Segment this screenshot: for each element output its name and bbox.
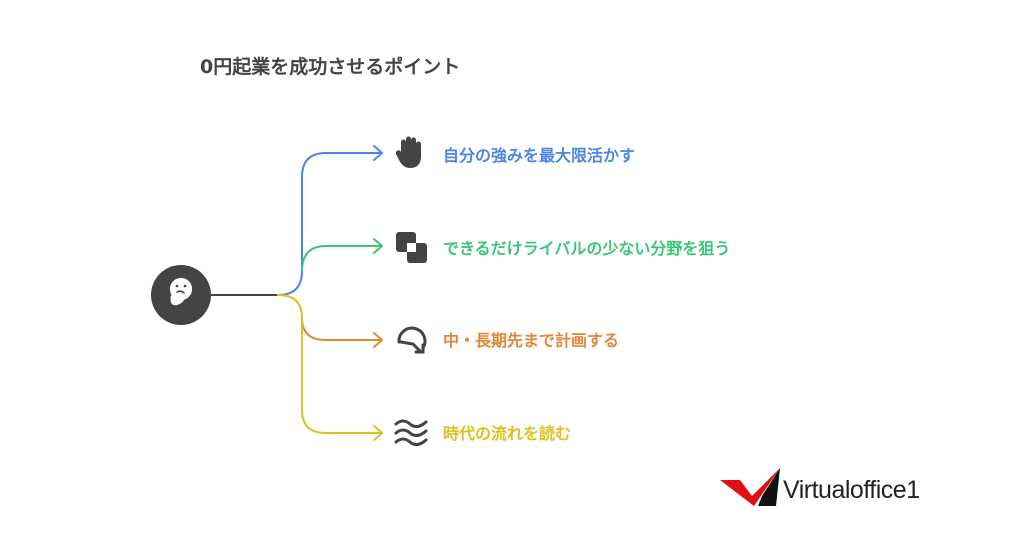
logo-text: Virtualoffice1 — [783, 476, 920, 504]
connector-branch-4 — [277, 294, 383, 441]
connector-branch-3 — [301, 317, 383, 348]
connector-branch-1 — [277, 145, 383, 296]
connector-branch-2 — [301, 238, 383, 272]
hub-node[interactable] — [151, 265, 211, 325]
branch-label-3: 中・長期先まで計画する — [443, 331, 620, 350]
branch-label-2: できるだけライバルの少ない分野を狙う — [443, 239, 731, 258]
thinking-face-icon — [169, 277, 193, 306]
branch-label-4: 時代の流れを読む — [443, 424, 572, 443]
branch-label-1: 自分の強みを最大限活かす — [443, 146, 636, 165]
overlapping-squares-icon — [393, 228, 431, 266]
waves-icon — [393, 414, 431, 452]
curved-arrow-icon — [393, 320, 431, 358]
hand-icon — [393, 134, 431, 172]
virtualoffice-logo-mark — [720, 468, 780, 506]
diagram-title: 0円起業を成功させるポイント — [200, 56, 461, 78]
